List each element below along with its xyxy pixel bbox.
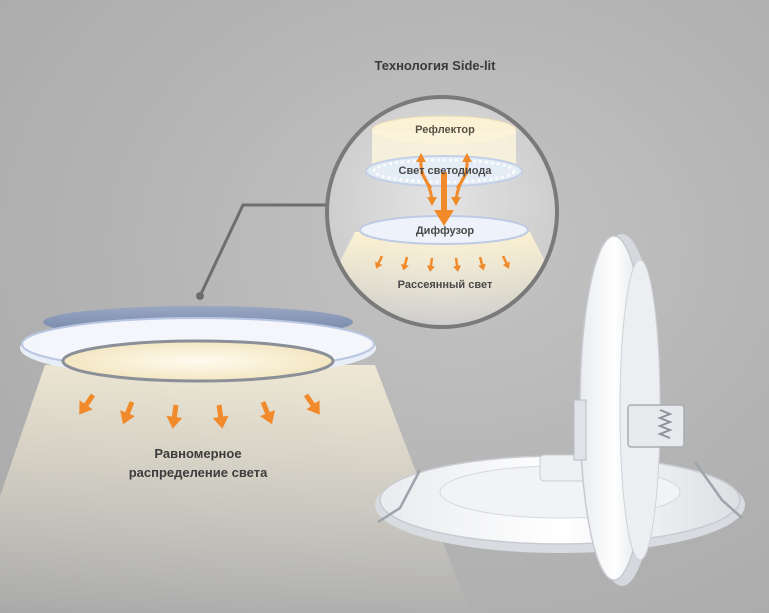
panel-light-fixture [20,306,376,383]
panel-distribution-arrows [79,393,320,429]
diffuser-label: Диффузор [415,225,475,237]
even-distribution-line-2: распределение света [128,465,268,480]
callout-pointer-dot [196,292,204,300]
callout-circle [325,95,559,329]
panel-light-beam [0,365,470,613]
even-distribution-line-1: Равномерное [154,446,242,461]
reflector-label: Рефлектор [415,124,475,136]
scattered-light-label: Рассеянный свет [397,279,493,291]
callout-arrows [416,153,472,226]
product-downlight-flat [375,454,745,553]
product-downlight-upright [573,234,685,586]
technology-title: Технология Side-lit [374,58,496,73]
callout-pointer-line [198,203,327,297]
even-distribution-label: Равномерное распределение света [98,444,298,482]
scattered-arrows [374,255,511,272]
led-light-label: Свет светодиода [398,165,492,177]
